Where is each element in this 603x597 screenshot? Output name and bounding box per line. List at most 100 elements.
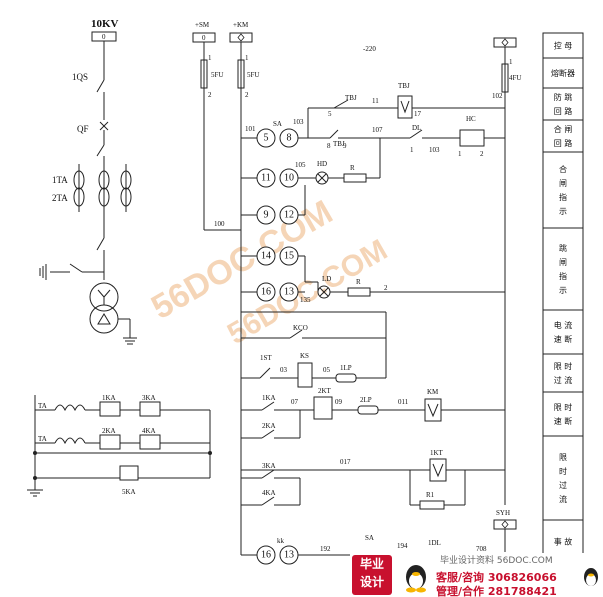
label-100: 100 xyxy=(214,220,225,228)
bus-box-sm-zero: 0 xyxy=(202,34,206,42)
terminal-number: 16 xyxy=(261,550,271,561)
resistor-r xyxy=(343,173,367,183)
contact-kco xyxy=(289,329,303,339)
footer-contact-2: 管理/合作 281788421 xyxy=(436,583,557,597)
terminal-circle: 8 xyxy=(279,128,299,148)
terminal-number: 10 xyxy=(284,173,294,184)
label-135: 135 xyxy=(300,296,311,304)
relay-tbj-mark xyxy=(400,100,410,114)
label-3ka-c: 3KA xyxy=(262,462,276,470)
label-1kt: 1KT xyxy=(430,449,444,457)
switch-qs xyxy=(96,79,105,93)
qq-penguin-icon xyxy=(402,563,430,593)
label-hc: HC xyxy=(466,115,476,123)
terminal-circle: 11 xyxy=(256,168,276,188)
label-3fu: 5FU xyxy=(247,71,259,79)
terminal-circle: 9 xyxy=(256,205,276,225)
footer-phone2: 281788421 xyxy=(487,585,557,597)
function-table-text: 限 时 xyxy=(554,361,573,371)
label-1qs: 1QS xyxy=(72,72,88,82)
function-table-text: 限 xyxy=(559,453,567,462)
label-708: 708 xyxy=(476,545,487,553)
label-4ka: 4KA xyxy=(142,427,156,435)
relay-2kt xyxy=(313,396,333,420)
terminal-circle: 16 xyxy=(256,282,276,302)
contact-1ka xyxy=(261,401,275,411)
coil-hc xyxy=(459,129,485,147)
contact-3ka xyxy=(261,469,275,479)
function-table-text: 合 xyxy=(559,164,567,174)
resistor-r1 xyxy=(419,500,445,510)
label-kk: kk xyxy=(277,537,285,545)
terminal-ring xyxy=(279,282,299,302)
label-102: 102 xyxy=(492,92,503,100)
relay-km xyxy=(424,398,442,422)
function-table-text: 过 流 xyxy=(554,375,573,385)
label-1ta: 1TA xyxy=(52,175,68,185)
function-table-text: 回 路 xyxy=(554,138,573,148)
function-table-text: 示 xyxy=(559,207,567,216)
label-ta-1: TA xyxy=(38,402,47,410)
function-table-text: 熔断器 xyxy=(551,68,575,78)
current-transformers xyxy=(73,164,132,212)
ground-icon xyxy=(123,337,137,345)
function-table-text: 防 跳 xyxy=(554,92,573,102)
fuse-3fu xyxy=(237,59,245,89)
footer-site: 毕业设计资料 56DOC.COM xyxy=(440,556,553,566)
bus-box-zero: 0 xyxy=(102,33,106,41)
terminal-circle: 14 xyxy=(256,246,276,266)
terminal-number: 14 xyxy=(261,251,271,262)
function-table-text: 指 xyxy=(559,271,567,281)
footer-banner: 毕业设计 毕业设计资料 56DOC.COM 客服/咨询 306826066 管理… xyxy=(350,553,603,597)
relay-1kt-mark xyxy=(432,463,444,478)
terminal-ring xyxy=(279,168,299,188)
terminal-number: 13 xyxy=(284,550,294,561)
label-ks: KS xyxy=(300,352,309,360)
label-2kt: 2KT xyxy=(318,387,332,395)
function-table-cell: 电 流速 断 xyxy=(543,309,583,344)
qq-penguin-icon-2 xyxy=(582,567,600,589)
earth-switch xyxy=(69,263,83,273)
label-11: 11 xyxy=(372,97,379,105)
terminal-ring xyxy=(256,205,276,225)
label-ld-2: 2 xyxy=(384,284,388,292)
fuse-5fu-2: 2 xyxy=(208,91,212,99)
site-logo: 毕业设计 xyxy=(352,555,392,595)
label-dl: DL xyxy=(412,124,421,132)
terminal-circle: 10 xyxy=(279,168,299,188)
contact-1st xyxy=(259,367,271,379)
label-tbj-coil: TBJ xyxy=(398,82,410,90)
function-table-text: 电 流 xyxy=(554,320,573,330)
label-2ka: 2KA xyxy=(102,427,116,435)
terminal-number: 16 xyxy=(261,287,271,298)
label-192: 192 xyxy=(320,545,331,553)
label-1dl: 1DL xyxy=(428,539,441,547)
fuse-4fu xyxy=(501,63,509,93)
label-ld: LD xyxy=(322,275,331,283)
fuse-3fu-2: 2 xyxy=(245,91,249,99)
footer-phone1: 306826066 xyxy=(487,571,557,584)
function-table-text: 示 xyxy=(559,286,567,295)
terminal-number: 13 xyxy=(284,287,294,298)
label-dl-3: 103 xyxy=(429,146,440,154)
label-sa-bottom: SA xyxy=(365,534,374,542)
terminal-number: 11 xyxy=(261,173,271,184)
label-qf: QF xyxy=(77,124,89,134)
label-1st: 1ST xyxy=(260,354,272,362)
terminal-number: 15 xyxy=(284,251,294,262)
link-2lp xyxy=(357,405,379,415)
function-table-cell: 限 时速 断 xyxy=(543,391,583,426)
terminal-ring xyxy=(256,246,276,266)
label-hc-1: 1 xyxy=(458,150,462,158)
label-5ka: 5KA xyxy=(122,488,136,496)
ct-relay-circuit xyxy=(27,395,212,497)
terminal-ring xyxy=(279,545,299,565)
terminal-circle: 13 xyxy=(279,545,299,565)
resistor-r2 xyxy=(347,287,371,297)
terminal-ring xyxy=(256,282,276,302)
function-table-text: 控 母 xyxy=(554,41,573,51)
